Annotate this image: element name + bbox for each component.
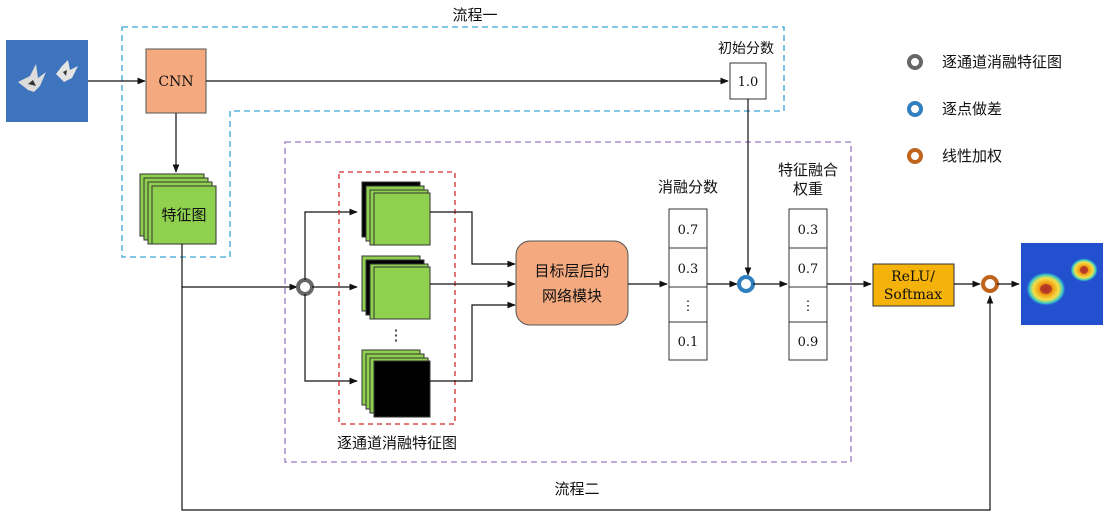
orange-ring-icon (981, 275, 999, 293)
feature-map-stack (139, 173, 217, 245)
branch-line (304, 294, 358, 385)
line-featuremap-to-ablation (181, 244, 298, 291)
activation-box (872, 263, 955, 307)
branch-line (304, 208, 358, 280)
ablation-group-boundary (338, 171, 456, 425)
ablated-feature-stack (361, 181, 431, 246)
line-stack-to-module (430, 301, 516, 382)
flow1-boundary (121, 26, 785, 258)
fusion-weights-label-line2: 权重 (793, 180, 823, 198)
gray-ring-icon (296, 278, 314, 296)
line-flow2-bottom (181, 287, 994, 511)
activation-label-line1: ReLU/ (891, 269, 935, 285)
network-module-label-line2: 网络模块 (542, 287, 602, 305)
output-heatmap (1021, 243, 1103, 325)
bird-icon (56, 60, 78, 82)
flow2-boundary (284, 141, 852, 463)
cnn-label: CNN (158, 74, 193, 90)
initial-score-value: 1.0 (738, 75, 759, 90)
activation-label-line2: Softmax (884, 287, 942, 303)
blue-ring-icon (737, 275, 755, 293)
ablation-score-cell: 0.1 (678, 335, 699, 350)
ablation-score-cell: 0.3 (678, 262, 699, 277)
ablation-score-cell: ⋮ (682, 299, 695, 314)
fusion-weight-cell: 0.3 (798, 223, 819, 238)
ablation-scores-column: 0.7 0.3 ⋮ 0.1 (668, 208, 708, 361)
network-module-box (515, 240, 629, 326)
line-stack-to-module (430, 211, 516, 268)
network-module-label-line1: 目标层后的 (534, 262, 609, 280)
ablation-scores-label: 消融分数 (658, 178, 718, 196)
fusion-weight-cell: 0.7 (798, 262, 819, 277)
legend-gray-ring-icon (907, 54, 923, 70)
fusion-weight-cell: 0.9 (798, 335, 819, 350)
ablation-score-cell: 0.7 (678, 223, 699, 238)
legend-orange-ring-icon (907, 148, 923, 164)
flow2-label: 流程二 (554, 480, 599, 498)
initial-score-label: 初始分数 (718, 40, 774, 57)
ablation-maps-label: 逐通道消融特征图 (337, 434, 457, 452)
ablated-feature-stack (361, 349, 431, 418)
fusion-weights-label-line1: 特征融合 (778, 161, 838, 179)
bird-icon (18, 64, 46, 92)
fusion-weight-cell: ⋮ (802, 299, 815, 314)
legend: 逐通道消融特征图 逐点做差 线性加权 (907, 53, 1062, 165)
fusion-weights-column: 0.3 0.7 ⋮ 0.9 (788, 208, 828, 361)
legend-item-label: 线性加权 (942, 147, 1002, 165)
input-image (6, 40, 88, 122)
feature-map-label: 特征图 (161, 206, 206, 224)
ablated-feature-stack (361, 255, 431, 320)
flow1-label: 流程一 (452, 6, 497, 24)
legend-item-label: 逐通道消融特征图 (942, 53, 1062, 71)
legend-item-label: 逐点做差 (942, 100, 1002, 118)
initial-score-box (729, 62, 767, 100)
ablation-maps-dots: ⋮ (389, 326, 404, 344)
legend-blue-ring-icon (907, 101, 923, 117)
